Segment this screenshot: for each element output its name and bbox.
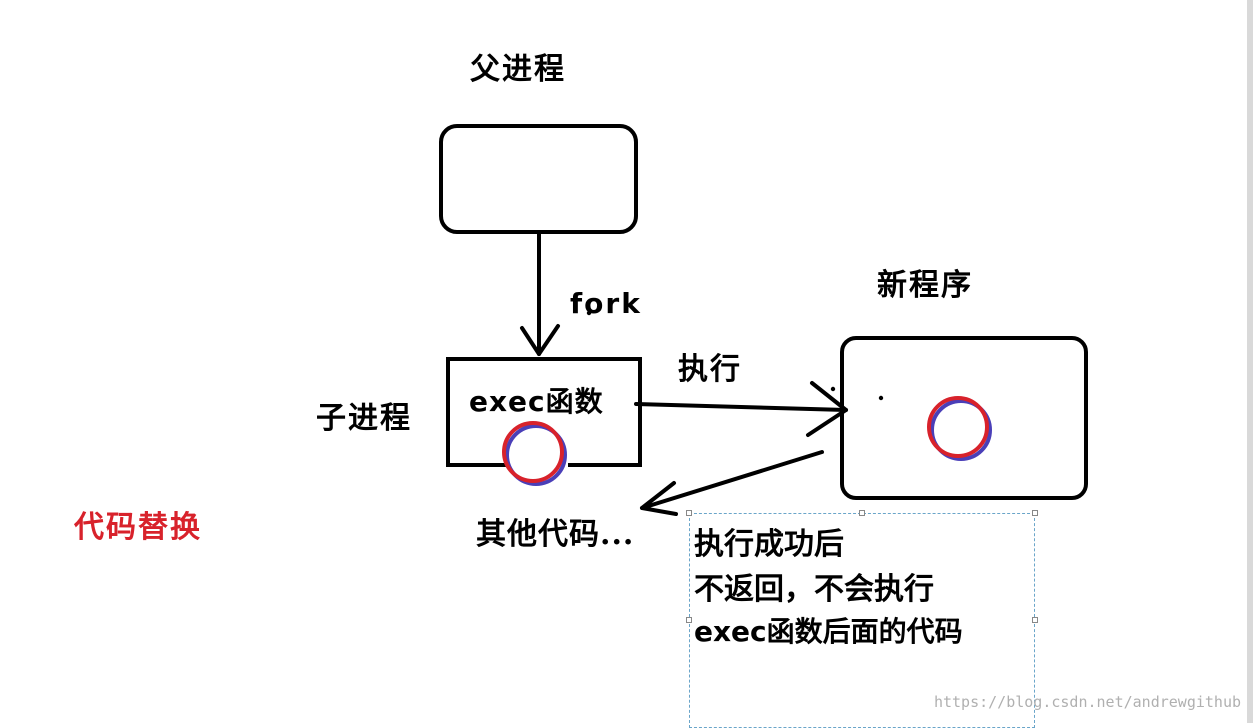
label-new-program: 新程序 [877,268,973,303]
child-process-box [446,357,642,467]
label-other-code: 其他代码... [476,517,635,552]
note-line-3: exec函数后面的代码 [694,615,963,648]
label-exec-function: exec函数 [469,385,604,418]
parent-process-box [439,124,638,234]
new-program-box [840,336,1088,500]
return-arrow-shaft [640,450,824,510]
label-code-swap: 代码替换 [74,510,202,545]
scrollbar[interactable] [1247,0,1253,723]
label-parent-process: 父进程 [470,52,566,87]
resize-handle-ml[interactable] [686,617,692,623]
note-line-1: 执行成功后 [694,527,844,562]
note-line-2: 不返回，不会执行 [694,572,934,607]
child-circle [502,421,564,483]
watermark: https://blog.csdn.net/andrewgithub [933,693,1241,711]
stray-dot-1 [586,310,592,316]
execute-arrow-head [806,381,848,437]
child-box-bottom-right [568,463,642,467]
resize-handle-tr[interactable] [1032,510,1038,516]
resize-handle-mr[interactable] [1032,617,1038,623]
fork-arrow-head [520,324,560,356]
resize-handle-tm[interactable] [859,510,865,516]
label-child-process: 子进程 [316,401,412,436]
label-execute: 执行 [678,352,742,387]
return-arrow-head [640,481,678,516]
stray-dot-3 [878,395,884,401]
execute-arrow-shaft [634,402,848,412]
child-box-bottom-left [446,463,508,467]
new-circle [927,396,989,458]
resize-handle-tl[interactable] [686,510,692,516]
label-fork: fork [570,287,642,320]
stray-dot-2 [830,386,836,392]
